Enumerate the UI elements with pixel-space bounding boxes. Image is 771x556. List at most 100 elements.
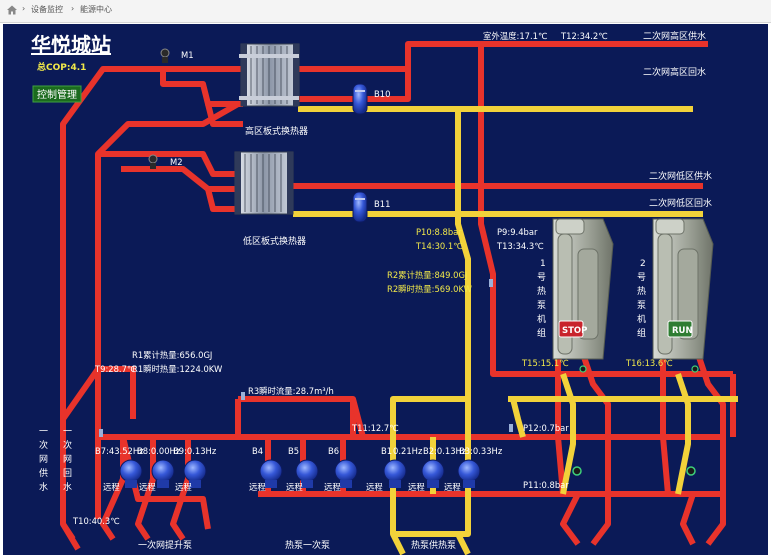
pump-b1-freq: 0.21Hz bbox=[393, 446, 423, 456]
pump-b1-remote: 远程 bbox=[366, 482, 383, 492]
pump-b1-label: B1 bbox=[381, 446, 392, 456]
pump-b9-icon[interactable] bbox=[183, 459, 207, 488]
svg-text:泵: 泵 bbox=[537, 300, 546, 311]
high-supply-label: 二次网高区供水 bbox=[643, 30, 706, 42]
svg-text:网: 网 bbox=[63, 454, 72, 465]
outdoor-temp: 室外温度:17.1℃ bbox=[483, 31, 548, 41]
temp-t12: T12:34.2℃ bbox=[560, 31, 608, 41]
pump-b6-remote: 远程 bbox=[324, 482, 341, 492]
valve-m2-label: M2 bbox=[170, 157, 183, 167]
pump-b7-icon[interactable] bbox=[119, 459, 143, 488]
svg-text:号: 号 bbox=[537, 272, 546, 283]
svg-text:1: 1 bbox=[540, 259, 546, 269]
pressure-p10: P10:8.8bar bbox=[416, 227, 462, 237]
heat-pump-unit-1[interactable] bbox=[552, 218, 614, 360]
pump-b10-icon[interactable] bbox=[352, 83, 368, 115]
group-heatpump-primary-pumps: 热泵一次泵 bbox=[285, 539, 330, 551]
pump-b3-freq: B3:0.33Hz bbox=[459, 446, 503, 456]
pump-b11-icon[interactable] bbox=[352, 191, 368, 223]
schematic-canvas: 华悦城站 总COP:4.1 控制管理 M1 M2 B10 B11 高区板式换热器… bbox=[31, 30, 738, 555]
high-zone-plate-heat-exchanger[interactable] bbox=[239, 43, 300, 107]
pump-b4-remote: 远程 bbox=[249, 482, 266, 492]
pump-b6-icon[interactable] bbox=[334, 459, 358, 488]
pump-b9-freq: B9:0.13Hz bbox=[173, 446, 217, 456]
svg-text:组: 组 bbox=[637, 327, 646, 339]
pump-b8-icon[interactable] bbox=[151, 459, 175, 488]
heat-pump-1-status[interactable]: STOP bbox=[562, 326, 587, 336]
r3-flow: R3瞬时流量:28.7m³/h bbox=[248, 386, 334, 396]
temp-t10: T10:40.3℃ bbox=[72, 516, 120, 526]
pump-b11-label: B11 bbox=[374, 199, 390, 209]
valve-m2-icon[interactable] bbox=[148, 154, 158, 169]
low-zone-plate-heat-exchanger[interactable] bbox=[234, 151, 294, 215]
pump-b1-icon[interactable] bbox=[383, 459, 407, 488]
breadcrumb-separator: › bbox=[71, 4, 75, 13]
r1-total-heat: R1累计热量:656.0GJ bbox=[132, 350, 212, 360]
temp-t9: T9:28.7℃ bbox=[94, 364, 137, 374]
pump-b5-remote: 远程 bbox=[286, 482, 303, 492]
pump-b2-remote: 远程 bbox=[408, 482, 425, 492]
svg-text:次: 次 bbox=[63, 439, 72, 451]
svg-text:组: 组 bbox=[537, 327, 546, 339]
heat-pump-1-status-bg[interactable] bbox=[558, 320, 584, 338]
valve-indicator-icon[interactable] bbox=[572, 466, 582, 476]
pump-b2-icon[interactable] bbox=[421, 459, 445, 488]
breadcrumb-energy-center[interactable]: 能源中心 bbox=[80, 5, 112, 14]
svg-text:供: 供 bbox=[39, 467, 48, 479]
svg-text:机: 机 bbox=[537, 313, 546, 325]
valve-indicator-icon[interactable] bbox=[579, 365, 587, 373]
pump-b9-remote: 远程 bbox=[175, 482, 192, 492]
valve-indicator-icon[interactable] bbox=[686, 466, 696, 476]
bottom-pumps bbox=[119, 459, 481, 488]
group-heatpump-supply-pumps: 热泵供热泵 bbox=[411, 539, 456, 551]
pump-b4-label: B4 bbox=[252, 446, 263, 456]
top-breadcrumb-bar: › 设备监控 › 能源中心 bbox=[0, 0, 771, 23]
valve-m1-label: M1 bbox=[181, 50, 194, 60]
svg-text:2: 2 bbox=[640, 259, 646, 269]
sensor-marker-icon bbox=[509, 424, 513, 432]
temp-t13: T13:34.3℃ bbox=[496, 241, 544, 251]
valve-indicator-icon[interactable] bbox=[691, 365, 699, 373]
breadcrumb-device-monitor[interactable]: 设备监控 bbox=[31, 5, 63, 14]
sensor-marker-icon bbox=[489, 279, 493, 287]
svg-text:水: 水 bbox=[39, 481, 48, 493]
pump-b3-icon[interactable] bbox=[457, 459, 481, 488]
sensor-marker-icon bbox=[99, 429, 103, 437]
pump-b5-icon[interactable] bbox=[295, 459, 319, 488]
high-hx-label: 高区板式换热器 bbox=[245, 125, 308, 137]
breadcrumb-separator: › bbox=[22, 4, 26, 13]
pump-b2-freq: B2:0.13Hz bbox=[423, 446, 467, 456]
temp-t15: T15:15.1℃ bbox=[521, 358, 569, 368]
valve-m1-icon[interactable] bbox=[160, 48, 170, 63]
temp-t16: T16:13.6℃ bbox=[625, 358, 673, 368]
svg-text:水: 水 bbox=[63, 481, 72, 493]
svg-text:号: 号 bbox=[637, 272, 646, 283]
svg-text:机: 机 bbox=[637, 313, 646, 325]
heat-pump-unit-2[interactable] bbox=[652, 218, 714, 360]
svg-text:网: 网 bbox=[39, 454, 48, 465]
temp-t14: T14:30.1℃ bbox=[415, 241, 463, 251]
control-management-button-bg[interactable] bbox=[32, 85, 82, 103]
pump-b10-label: B10 bbox=[374, 89, 390, 99]
pump-b6-label: B6 bbox=[328, 446, 339, 456]
heat-pump-2-status[interactable]: RUN bbox=[672, 326, 693, 336]
heat-pump-2-status-bg[interactable] bbox=[667, 320, 693, 338]
svg-text:回: 回 bbox=[63, 468, 72, 479]
pressure-p12: P12:0.7bar bbox=[523, 423, 569, 433]
pump-b4-icon[interactable] bbox=[259, 459, 283, 488]
hot-water-pipes bbox=[60, 41, 736, 551]
pump-b3-remote: 远程 bbox=[444, 482, 461, 492]
low-supply-label: 二次网低区供水 bbox=[649, 170, 712, 182]
r1-inst-heat: R1瞬时热量:1224.0KW bbox=[132, 364, 222, 374]
home-icon[interactable] bbox=[6, 4, 18, 16]
high-return-label: 二次网高区回水 bbox=[643, 66, 706, 78]
heat-pump-2-label: 2 号 热 泵 机 组 bbox=[637, 259, 646, 339]
control-management-button[interactable]: 控制管理 bbox=[37, 88, 77, 101]
pressure-p9: P9:9.4bar bbox=[497, 227, 538, 237]
pump-b7-remote: 远程 bbox=[103, 482, 120, 492]
sensor-marker-icon bbox=[241, 392, 245, 400]
primary-supply-label: 一 次 网 供 水 bbox=[39, 427, 48, 493]
svg-text:一: 一 bbox=[39, 427, 48, 437]
pump-b7-freq: B7:43.52Hz bbox=[95, 446, 144, 456]
pump-b8-remote: 远程 bbox=[139, 482, 156, 492]
